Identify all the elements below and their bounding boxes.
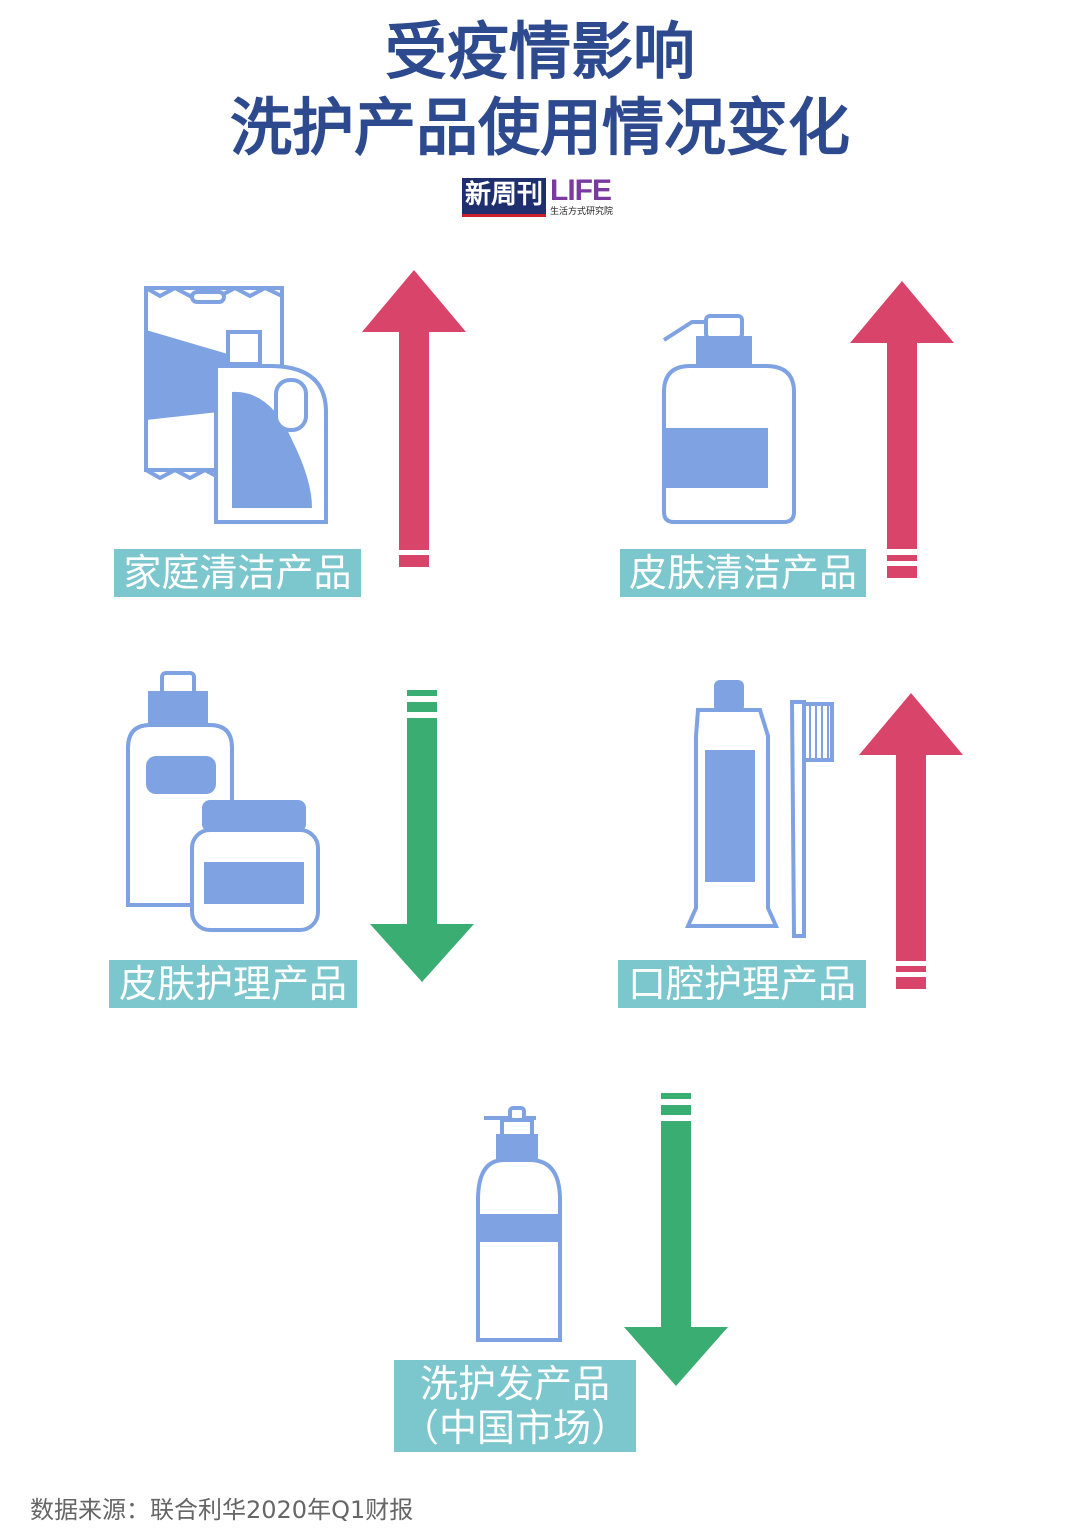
oral-care-icon: [684, 680, 834, 938]
category-label-hair-care-line1: 洗护发产品: [419, 1362, 610, 1406]
category-label-household-cleaning: 家庭清洁产品: [114, 549, 361, 597]
logo-subtitle: 生活方式研究院: [550, 207, 614, 217]
brand-logo: 新周刊 LIFE 生活方式研究院: [462, 174, 614, 217]
skin-care-icon: [126, 671, 320, 932]
trend-down-arrow-5: [624, 1093, 728, 1386]
logo-brand: LIFE: [550, 174, 612, 207]
data-source-note: 数据来源：联合利华2020年Q1财报: [30, 1496, 414, 1524]
trend-up-arrow-1: [362, 270, 466, 567]
logo-name: 新周刊: [462, 178, 546, 217]
trend-down-arrow-3: [370, 690, 474, 982]
category-label-hair-care: 洗护发产品 （中国市场）: [394, 1360, 636, 1452]
page-title-line2: 洗护产品使用情况变化: [229, 91, 850, 164]
hair-care-icon: [476, 1106, 562, 1342]
trend-up-arrow-2: [850, 281, 954, 578]
category-label-hair-care-line2: （中国市场）: [400, 1406, 629, 1450]
household-cleaning-icon: [144, 285, 328, 524]
skin-cleansing-icon: [662, 314, 796, 524]
category-label-skin-cleansing: 皮肤清洁产品: [620, 549, 866, 597]
page-title-line1: 受疫情影响: [384, 15, 695, 88]
category-label-skin-care: 皮肤护理产品: [109, 960, 357, 1008]
trend-up-arrow-4: [859, 693, 963, 989]
category-label-oral-care: 口腔护理产品: [618, 960, 866, 1008]
